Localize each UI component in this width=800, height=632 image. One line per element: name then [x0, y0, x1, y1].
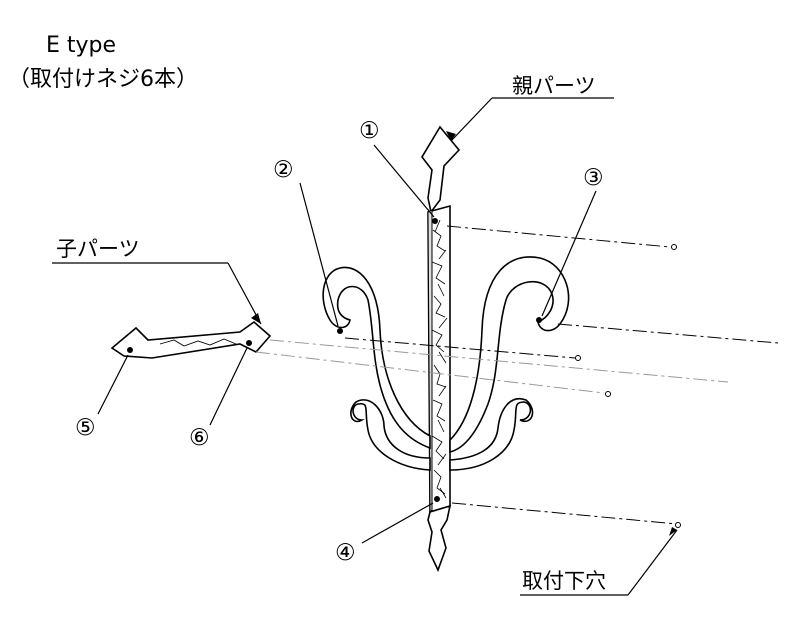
- hole-1: [432, 218, 438, 224]
- leader-lines: [52, 97, 678, 596]
- callout-2: ②: [273, 157, 294, 183]
- callout-3: ③: [583, 165, 604, 191]
- callout-4: ④: [335, 540, 356, 566]
- child-bar-texture: [159, 338, 237, 347]
- projection-lines: [344, 225, 779, 525]
- title-line-2: （取付けネジ6本）: [8, 67, 198, 92]
- label-mounting-hole: 取付下穴: [522, 569, 606, 593]
- callout-1: ①: [359, 118, 380, 144]
- right-scroll-upper: [449, 256, 570, 454]
- arrowheads: [251, 131, 677, 536]
- hole-2: [337, 328, 343, 334]
- bar-texture: [431, 219, 448, 499]
- child-projection-lines: [255, 339, 729, 394]
- hole-3: [536, 317, 542, 323]
- label-parent-part: 親パーツ: [512, 74, 596, 98]
- child-part: [110, 320, 272, 359]
- right-scroll-lower: [449, 397, 534, 471]
- screw-holes: [127, 218, 542, 502]
- top-finial: [421, 125, 461, 214]
- child-bar: [110, 320, 272, 359]
- parent-part: [322, 125, 570, 573]
- main-bar-side: [427, 209, 433, 514]
- callout-6: ⑥: [189, 425, 210, 451]
- left-scroll-lower: [350, 399, 431, 471]
- hole-6: [246, 340, 252, 346]
- callout-5: ⑤: [75, 415, 96, 441]
- bottom-finial: [427, 504, 452, 573]
- label-child-part: 子パーツ: [56, 237, 140, 261]
- hole-markers: [575, 244, 681, 528]
- left-scroll-upper: [322, 266, 431, 450]
- hole-5: [127, 347, 133, 353]
- hole-4: [434, 496, 440, 502]
- title-line-1: E type: [46, 33, 116, 58]
